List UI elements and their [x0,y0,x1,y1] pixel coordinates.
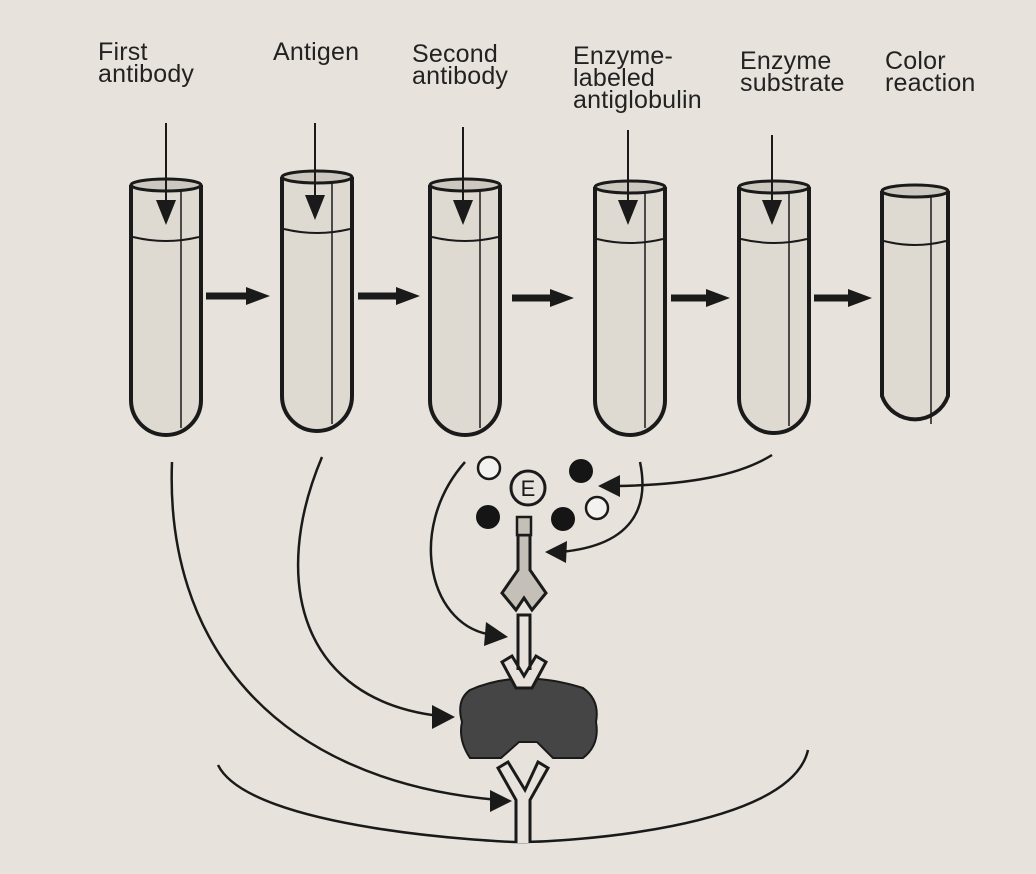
curve-first-antibody [172,462,498,800]
tube-2-body [282,177,352,431]
step-arrow-5 [814,289,872,307]
tube-3-body [430,185,500,435]
step-arrow-2 [358,287,420,305]
curve-enzyme-substrate-head [598,475,620,497]
step-arrow-4 [671,289,730,307]
substrate-open-1 [478,457,500,479]
tube-3-rim [430,179,500,191]
tube-5-rim [739,181,809,193]
tube-5-body [739,187,809,433]
antigen-blob [460,678,597,758]
immune-complex: E [460,457,608,843]
curve-second-antibody [431,462,495,635]
tube-1 [131,123,201,435]
curve-first-antibody-head [490,790,512,812]
product-filled-3 [551,507,575,531]
step-arrow-3 [512,289,574,307]
tube-2 [282,123,352,431]
tube-5 [739,135,809,433]
tube-3 [430,127,500,435]
tube-2-rim [282,171,352,183]
enzyme-linker [517,517,531,535]
curve-labeled-antiglobulin-head [545,541,567,563]
curve-antigen-head [432,705,455,729]
step-arrow-1 [206,287,270,305]
tube-6 [882,185,948,424]
substrate-open-2 [586,497,608,519]
enzyme-label: E [521,476,536,501]
tube-4-rim [595,181,665,193]
product-filled-1 [569,459,593,483]
tube-6-rim [882,185,948,197]
labeled-antiglobulin-y [502,535,546,610]
curve-antigen [298,457,440,716]
tube-4-body [595,187,665,435]
second-antibody-y [502,615,546,688]
tube-6-body [882,191,948,419]
curve-enzyme-substrate [615,455,772,486]
tube-4 [595,130,665,435]
curve-second-antibody-head [484,622,508,646]
product-filled-2 [476,505,500,529]
